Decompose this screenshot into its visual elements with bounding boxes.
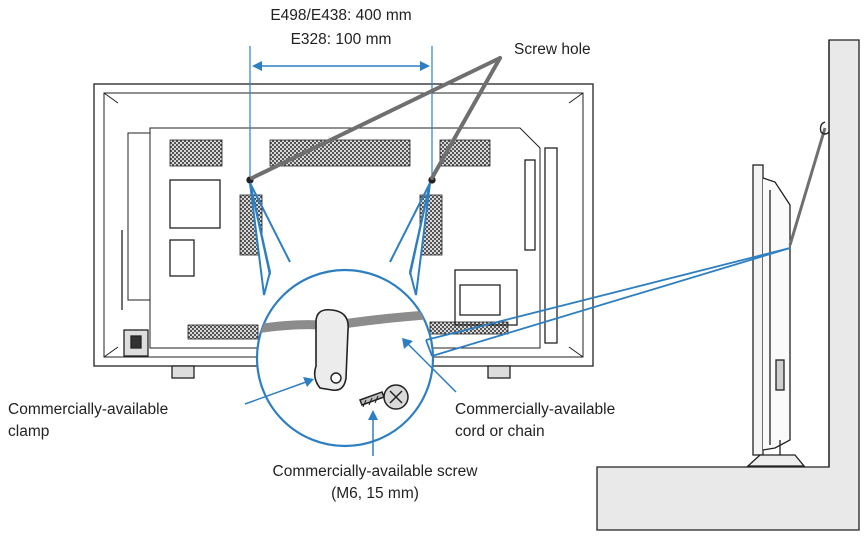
tv-side-view xyxy=(746,121,830,467)
screw-hole-leaders xyxy=(250,56,502,180)
clamp-label-line1: Commercially-available xyxy=(8,401,169,418)
cord-label-line2: cord or chain xyxy=(455,423,545,440)
screw-hole-label: Screw hole xyxy=(514,41,591,58)
magnifier-callout xyxy=(249,182,435,448)
cord-label-line1: Commercially-available xyxy=(455,401,616,418)
side-view-callout xyxy=(425,247,791,357)
wall-and-floor xyxy=(596,39,860,531)
dimension-arrow xyxy=(252,61,430,71)
screw-label-line2: (M6, 15 mm) xyxy=(331,485,419,502)
screw-label-line1: Commercially-available screw xyxy=(272,463,478,480)
dimension-label-line2: E328: 100 mm xyxy=(290,31,392,48)
clamp-label-line2: clamp xyxy=(8,423,50,440)
dimension-label-line1: E498/E438: 400 mm xyxy=(270,7,412,24)
label-arrows xyxy=(244,338,457,456)
